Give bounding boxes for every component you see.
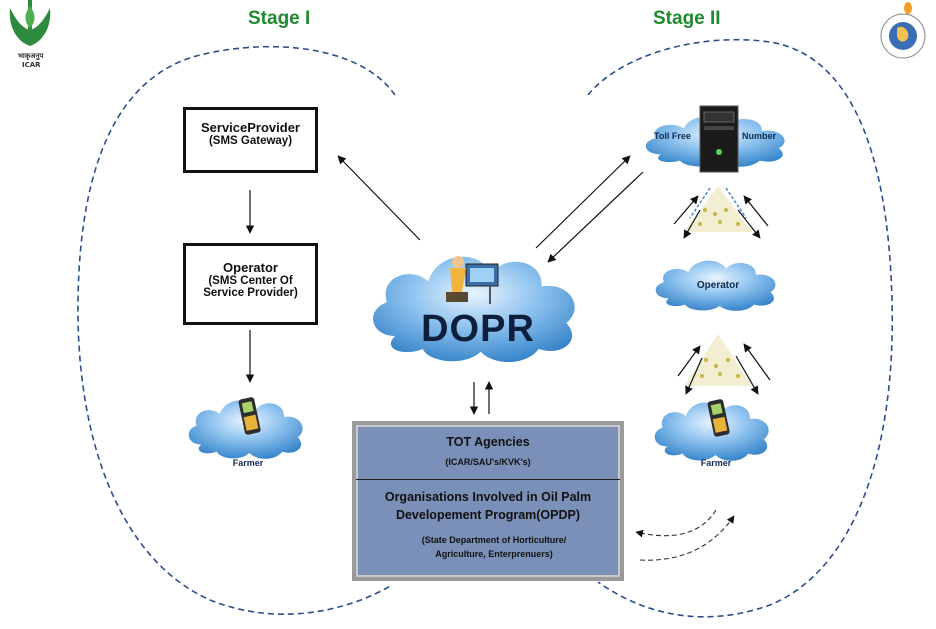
tot-agencies-box: TOT Agencies (ICAR/SAU's/KVK's) Organisa… (352, 421, 624, 581)
arrow-op2-to-farmer-left (685, 357, 703, 395)
tot-subtitle: (ICAR/SAU's/KVK's) (445, 457, 531, 467)
arrow-tollfree-to-dopr (547, 171, 644, 263)
server-icon (699, 105, 739, 173)
service-provider-subtitle: (SMS Gateway) (208, 135, 293, 147)
dopr-label: DOPR (421, 308, 535, 350)
operator-sub1-stage1: (SMS Center Of (208, 275, 293, 287)
curve-farmer-to-tot (635, 509, 717, 538)
icar-logo-label: ICAR (22, 61, 41, 69)
toll-free-label: Toll Free (654, 131, 691, 141)
arrow-farmer-to-op2-right (743, 343, 771, 381)
phone-icon-stage2 (707, 399, 730, 437)
arrow-dopr-to-serviceprovider (337, 155, 421, 241)
stage1-title: Stage I (248, 8, 311, 29)
farmer-label-stage1: Farmer (232, 458, 264, 468)
arrow-dopr-to-tollfree (535, 155, 631, 249)
dopr-logo (880, 2, 926, 59)
person-at-computer-icon (446, 256, 499, 304)
arrow-op2-to-farmer-right (735, 355, 759, 395)
operator-label-stage2: Operator (696, 280, 740, 291)
signal-fan-top (684, 186, 752, 232)
farmer-label-stage2: Farmer (700, 458, 732, 468)
opdp-details: (State Department of Horticulture/ Agric… (380, 533, 608, 561)
opdp-details-line1: (State Department of Horticulture/ (421, 535, 567, 545)
opdp-heading-line1: Organisations Involved in Oil Palm (384, 490, 592, 504)
icar-logo (9, 0, 51, 46)
curve-tot-to-farmer (639, 515, 735, 561)
stage2-dashed-boundary (587, 38, 894, 618)
icar-logo-hindi: भाकृअनुप (18, 52, 44, 60)
operator-title-stage1: Operator (223, 260, 278, 275)
opdp-heading: Organisations Involved in Oil Palm Devel… (368, 488, 608, 524)
operator-sub2-stage1: Service Provider) (203, 287, 298, 299)
service-provider-box: ServiceProvider (SMS Gateway) (183, 107, 318, 173)
stage2-title: Stage II (653, 8, 721, 29)
operator-box-stage1: Operator (SMS Center Of Service Provider… (183, 243, 318, 325)
signal-fan-bottom (684, 334, 752, 386)
stage1-dashed-boundary (77, 45, 396, 615)
arrow-toll-to-op2-left (683, 209, 701, 239)
arrow-op2-to-toll-right (743, 195, 769, 227)
phone-icon-stage1 (238, 397, 261, 435)
tot-title: TOT Agencies (446, 435, 530, 449)
tot-separator (356, 479, 620, 480)
arrow-farmer-to-op2-left (677, 345, 701, 377)
opdp-heading-line2: Developement Program(OPDP) (395, 508, 581, 522)
arrow-op2-to-toll-left (673, 195, 699, 225)
number-label: Number (742, 131, 777, 141)
arrow-toll-to-op2-right (737, 209, 761, 239)
service-provider-title: ServiceProvider (200, 120, 300, 135)
opdp-details-line2: Agriculture, Enterprenuers) (435, 549, 553, 559)
